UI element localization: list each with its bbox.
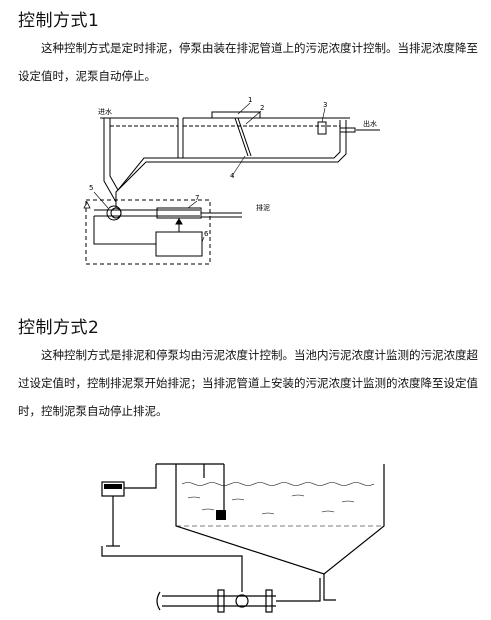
- section2-title: 控制方式2: [18, 318, 100, 338]
- label-outlet: 出水: [363, 119, 377, 128]
- label-4: 4: [230, 172, 235, 180]
- label-inlet: 进水: [98, 107, 112, 116]
- label-1: 1: [248, 96, 252, 104]
- label-5: 5: [89, 184, 93, 192]
- label-sludge-out: 排泥: [256, 203, 270, 212]
- diagram-2: [101, 463, 385, 613]
- label-3: 3: [323, 101, 327, 109]
- section2-paragraph: 这种控制方式是排泥和停泵均由污泥浓度计控制。当池内污泥浓度计监测的污泥浓度超过设…: [18, 348, 478, 418]
- diagram-1: 进水 出水 排泥 1 2 3 4 5 6 7: [83, 96, 380, 265]
- section1-paragraph: 这种控制方式是定时排泥，停泵由装在排泥管道上的污泥浓度计控制。当排泥浓度降至设定…: [18, 41, 478, 83]
- section1-title: 控制方式1: [18, 11, 100, 31]
- label-2: 2: [260, 104, 264, 112]
- label-6: 6: [204, 230, 209, 238]
- label-7: 7: [195, 194, 199, 202]
